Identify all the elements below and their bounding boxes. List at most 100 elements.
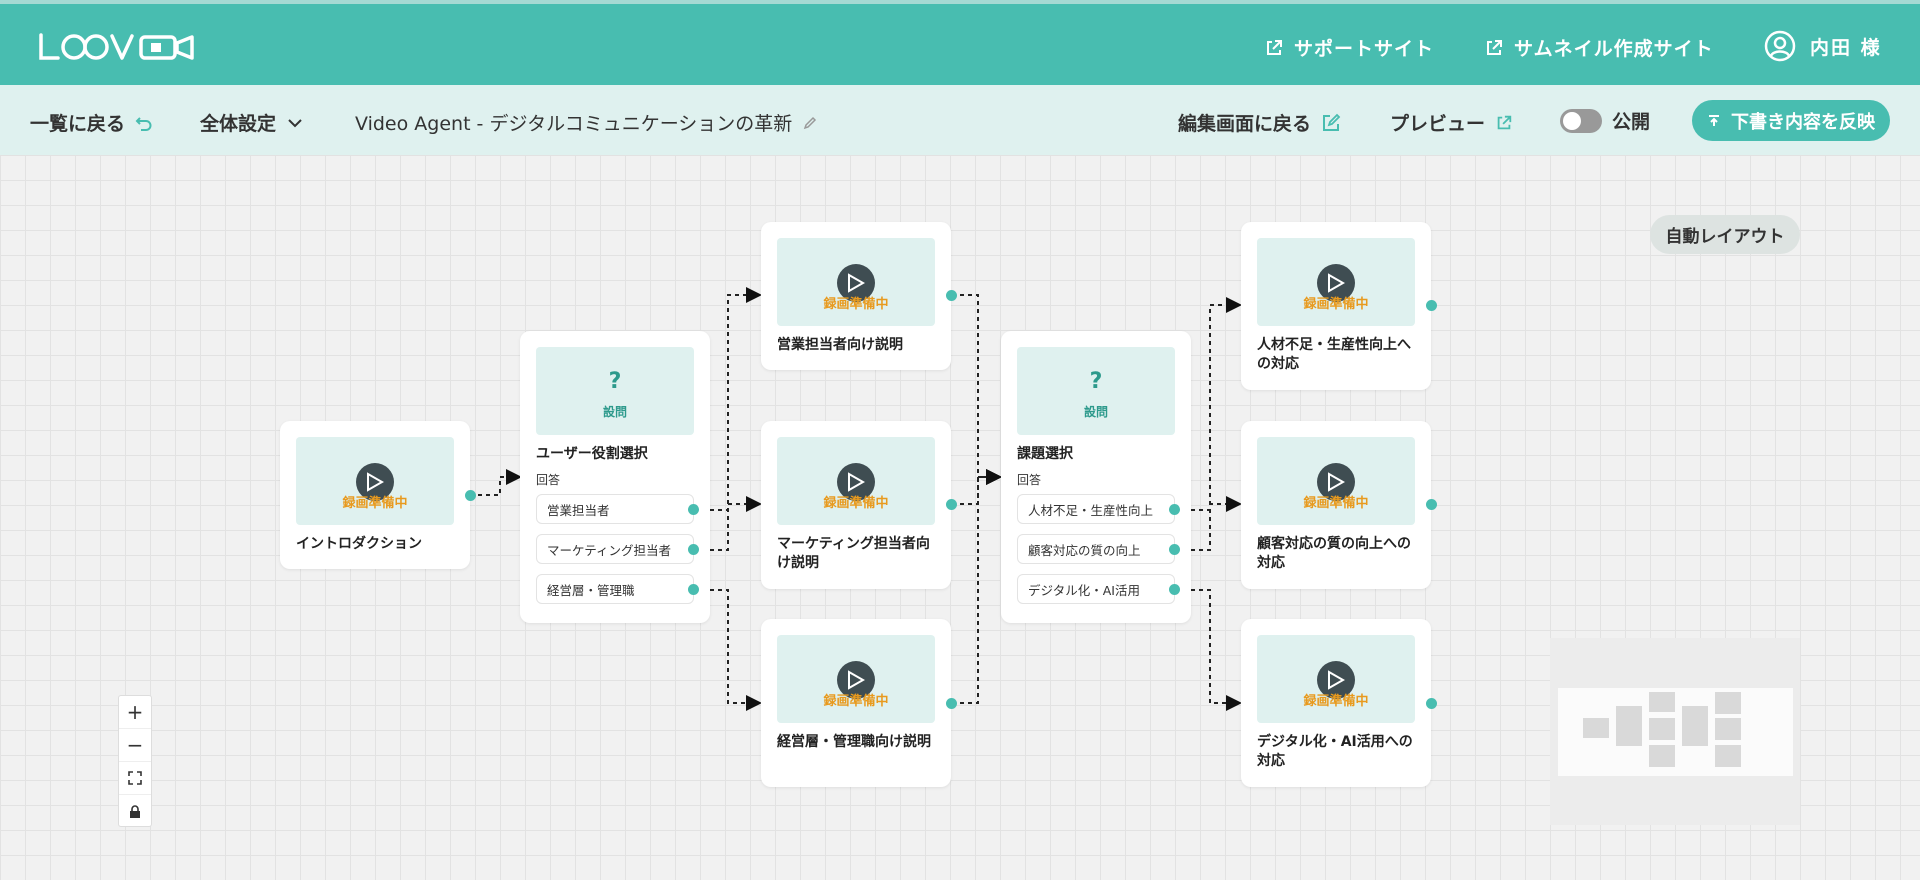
output-port[interactable] [946,290,957,301]
answer-header: 回答 [1017,473,1042,487]
fit-view-icon [128,771,142,785]
output-port[interactable] [1169,504,1180,515]
video-thumbnail: 録画準備中 [1257,635,1415,723]
output-port[interactable] [1426,499,1437,510]
play-icon[interactable] [837,661,875,699]
recording-status: 録画準備中 [823,297,889,312]
output-port[interactable] [1426,698,1437,709]
project-title[interactable]: Video Agent - デジタルコミュニケーションの革新 [355,109,818,136]
public-toggle-switch[interactable] [1560,108,1602,133]
back-to-edit-label: 編集画面に戻る [1178,113,1312,135]
video-thumbnail: 録画準備中 [777,437,935,525]
zoom-in-button[interactable]: + [119,696,151,729]
play-icon[interactable] [1317,463,1355,501]
lock-icon [130,804,140,818]
zoom-out-button[interactable]: − [119,729,151,762]
public-toggle[interactable]: 公開 [1560,107,1650,134]
recording-status: 録画準備中 [1303,694,1369,709]
video-node-digital[interactable]: 録画準備中 デジタル化・AI活用への対応 [1241,619,1437,787]
external-link-icon [1497,115,1512,129]
support-site-label: サポートサイト [1294,38,1435,60]
video-thumbnail: 録画準備中 [1257,238,1415,326]
answer-option[interactable]: 顧客対応の質の向上 [1017,534,1175,564]
video-thumbnail: 録画準備中 [777,635,935,723]
minimap-node [1682,706,1708,746]
node-title: イントロダクション [296,536,422,552]
zoom-controls: + − [118,695,152,827]
user-menu[interactable]: 内田 様 [1764,30,1882,62]
answer-header: 回答 [536,473,561,487]
node-title: ユーザー役割選択 [536,446,648,462]
minimap-node [1649,718,1675,740]
answer-option[interactable]: デジタル化・AI活用 [1017,574,1175,604]
undo-icon [135,116,152,131]
play-icon[interactable] [1317,661,1355,699]
recording-status: 録画準備中 [1303,297,1369,312]
answer-option[interactable]: 経営層・管理職 [536,574,694,604]
video-thumbnail: 録画準備中 [1257,437,1415,525]
thumbnail-site-link[interactable]: サムネイル作成サイト [1484,34,1714,61]
video-node-sales[interactable]: 録画準備中 営業担当者向け説明 [761,222,957,370]
node-title: 課題選択 [1017,446,1073,462]
answer-option[interactable]: マーケティング担当者 [536,534,694,564]
node-title: デジタル化・AI活用への対応 [1257,734,1413,769]
minimap[interactable] [1550,638,1800,825]
video-node-marketing[interactable]: 録画準備中 マーケティング担当者向け説明 [761,421,957,589]
project-title-text: Video Agent - デジタルコミュニケーションの革新 [355,113,793,135]
node-title: 顧客対応の質の向上への対応 [1257,536,1411,571]
minimap-node [1583,718,1609,738]
back-to-list-label: 一覧に戻る [30,113,126,135]
support-site-link[interactable]: サポートサイト [1264,34,1434,61]
node-title: 営業担当者向け説明 [777,337,903,353]
thumbnail-site-label: サムネイル作成サイト [1514,38,1714,60]
output-port[interactable] [1169,584,1180,595]
play-icon[interactable] [356,463,394,501]
output-port[interactable] [688,584,699,595]
editor-toolbar: 一覧に戻る 全体設定 Video Agent - デジタルコミュニケーションの革… [0,85,1920,155]
output-port[interactable] [465,490,476,501]
recording-status: 録画準備中 [823,496,889,511]
play-icon[interactable] [1317,264,1355,302]
minimap-node [1715,692,1741,714]
auto-layout-button[interactable]: 自動レイアウト [1650,215,1800,254]
answer-option[interactable]: 営業担当者 [536,494,694,524]
loov-logo[interactable] [38,30,198,64]
back-to-edit-button[interactable]: 編集画面に戻る [1178,109,1341,136]
output-port[interactable] [1426,300,1437,311]
play-icon[interactable] [837,264,875,302]
external-link-icon [1267,39,1282,55]
video-thumbnail: 録画準備中 [777,238,935,326]
video-node-management[interactable]: 録画準備中 経営層・管理職向け説明 [761,619,957,787]
output-port[interactable] [1169,544,1180,555]
publish-draft-button[interactable]: 下書き内容を反映 [1692,100,1890,141]
preview-button[interactable]: プレビュー [1390,109,1513,136]
node-title: 経営層・管理職向け説明 [777,734,931,750]
question-thumbnail: ? 設問 [536,347,694,435]
recording-status: 録画準備中 [823,694,889,709]
video-thumbnail: 録画準備中 [296,437,454,525]
user-name: 内田 様 [1810,36,1882,59]
output-port[interactable] [946,698,957,709]
pencil-icon[interactable] [802,115,818,131]
public-label: 公開 [1612,111,1651,133]
preview-label: プレビュー [1390,113,1486,135]
back-to-list-button[interactable]: 一覧に戻る [30,109,153,136]
output-port[interactable] [688,504,699,515]
fit-view-button[interactable] [119,762,151,795]
question-thumbnail: ? 設問 [1017,347,1175,435]
minimap-node [1715,718,1741,740]
lock-button[interactable] [119,795,151,828]
answer-option[interactable]: 人材不足・生産性向上 [1017,494,1175,524]
output-port[interactable] [688,544,699,555]
video-node-customer[interactable]: 録画準備中 顧客対応の質の向上への対応 [1241,421,1437,589]
question-node-role-select[interactable]: ? 設問 ユーザー役割選択 回答 営業担当者 マーケティング担当者 経営層・管理… [520,331,710,623]
global-settings-dropdown[interactable]: 全体設定 [200,109,304,136]
question-node-issue-select[interactable]: ? 設問 課題選択 回答 人材不足・生産性向上 顧客対応の質の向上 デジタル化・… [1001,331,1191,623]
video-node-intro[interactable]: 録画準備中 イントロダクション [280,421,476,569]
video-node-talent[interactable]: 録画準備中 人材不足・生産性向上への対応 [1241,222,1437,390]
node-title: 人材不足・生産性向上への対応 [1257,337,1411,372]
chevron-down-icon [288,118,302,127]
output-port[interactable] [946,499,957,510]
play-icon[interactable] [837,463,875,501]
